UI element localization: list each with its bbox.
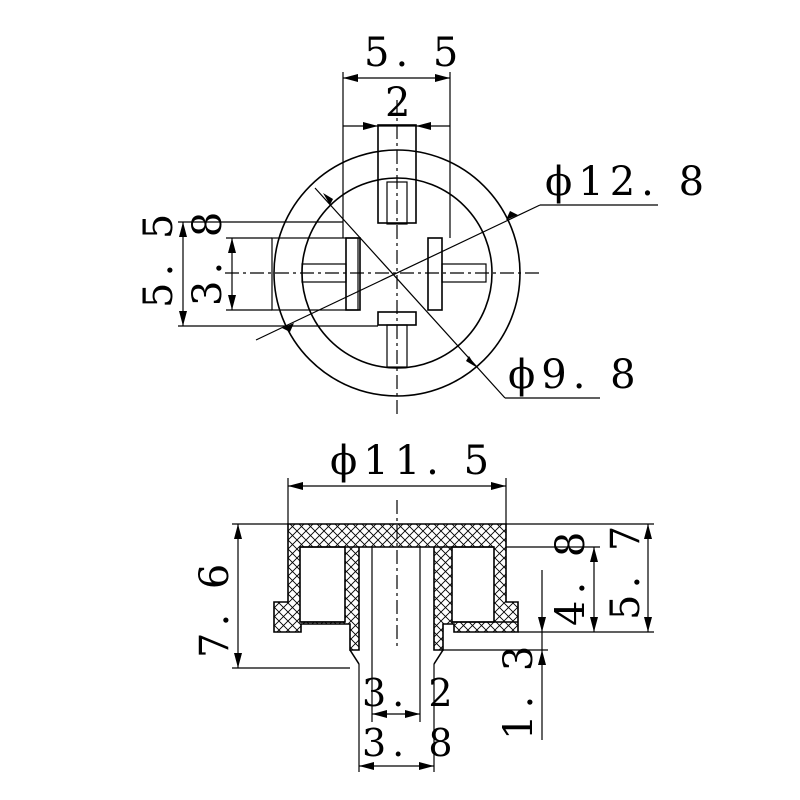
dim-height-inner: 3. 8: [185, 206, 231, 306]
square-outline: [271, 237, 359, 311]
cap-section-hatch: [273, 523, 519, 651]
dim-body-height: 5. 7: [603, 520, 649, 620]
dim-width-inner: 2: [385, 80, 416, 126]
dim-hole-outer: 3. 8: [362, 721, 459, 765]
top-rib-slot: [386, 181, 408, 225]
left-rib-slot: [301, 263, 347, 283]
dim-total-height: 7. 6: [192, 558, 238, 658]
top-view: 5. 5 2 5. 5 3. 8 ϕ12. 8 ϕ9. 8: [136, 30, 710, 415]
dim-hole-depth: 1. 3: [496, 640, 542, 740]
dim-outer-diameter: ϕ12. 8: [545, 159, 710, 205]
leader-outer-diameter: [255, 204, 541, 341]
top-rib: [377, 124, 417, 224]
dim-width-outer: 5. 5: [364, 30, 464, 76]
section-view: ϕ11. 5 7. 6 5. 7 4. 8 1. 3 3.: [192, 438, 654, 772]
bottom-rib-slot: [386, 324, 408, 368]
dim-inner-diameter: ϕ9. 8: [508, 352, 642, 398]
dim-hole-inner: 3. 2: [362, 671, 459, 715]
right-rib-slot: [441, 263, 487, 283]
dim-height-outer: 5. 5: [136, 208, 182, 308]
right-rib: [427, 237, 443, 311]
dim-cap-diameter: ϕ11. 5: [330, 438, 495, 484]
dim-step-height: 4. 8: [548, 526, 594, 626]
